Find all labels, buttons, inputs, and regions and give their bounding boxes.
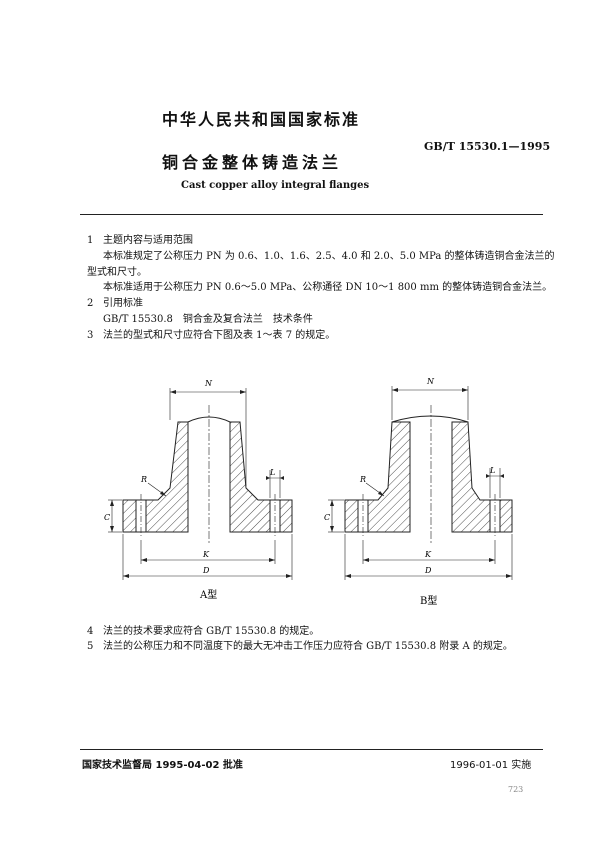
flange-a-label-r: R bbox=[140, 475, 147, 484]
section-1-paragraph-2: 本标准适用于公称压力 PN 0.6～5.0 MPa、公称通径 DN 10～1 8… bbox=[103, 282, 553, 293]
section-2-number: 2 bbox=[87, 298, 94, 309]
document-title: 铜合金整体铸造法兰 bbox=[162, 153, 343, 172]
flange-b-label-n: N bbox=[426, 377, 435, 386]
section-3-number: 3 bbox=[87, 330, 94, 341]
footer-rule bbox=[80, 749, 543, 750]
flange-type-a-arrowheads bbox=[110, 390, 292, 578]
flange-a-label-d: D bbox=[202, 566, 210, 575]
standard-title: 中华人民共和国国家标准 bbox=[162, 110, 361, 129]
flange-b-label-c: C bbox=[324, 513, 330, 522]
flange-b-caption: B型 bbox=[420, 594, 437, 607]
section-2-heading: 引用标准 bbox=[103, 298, 143, 309]
flange-a-label-n: N bbox=[204, 379, 213, 388]
referenced-standard: GB/T 15530.8 铜合金及复合法兰 技术条件 bbox=[103, 314, 313, 325]
flange-a-label-c: C bbox=[104, 513, 110, 522]
section-4-text: 法兰的技术要求应符合 GB/T 15530.8 的规定。 bbox=[103, 626, 320, 637]
section-4-number: 4 bbox=[87, 626, 94, 637]
header-rule bbox=[80, 214, 543, 215]
flange-type-a-drawing bbox=[108, 388, 293, 580]
section-1-paragraph-1: 本标准规定了公称压力 PN 为 0.6、1.0、1.6、2.5、4.0 和 2.… bbox=[103, 251, 555, 262]
flange-b-label-d: D bbox=[424, 566, 432, 575]
flange-a-label-k: K bbox=[202, 550, 210, 559]
section-1-paragraph-1-continued: 型式和尺寸。 bbox=[87, 267, 147, 278]
effective-date: 1996-01-01 实施 bbox=[450, 760, 532, 771]
section-3-text: 法兰的型式和尺寸应符合下图及表 1～表 7 的规定。 bbox=[103, 330, 336, 341]
document-title-english: Cast copper alloy integral flanges bbox=[181, 180, 370, 191]
section-1-number: 1 bbox=[87, 235, 94, 246]
flange-type-b-drawing bbox=[328, 386, 513, 580]
flange-b-label-k: K bbox=[424, 550, 432, 559]
flange-b-label-r: R bbox=[359, 475, 366, 484]
issuing-authority: 国家技术监督局 1995-04-02 批准 bbox=[82, 760, 243, 771]
flange-a-label-l: L bbox=[269, 468, 275, 477]
standard-number: GB/T 15530.1—1995 bbox=[424, 140, 551, 153]
section-5-number: 5 bbox=[87, 641, 94, 652]
flange-a-caption: A型 bbox=[199, 588, 217, 601]
page-number: 723 bbox=[508, 785, 524, 794]
section-5-text: 法兰的公称压力和不同温度下的最大无冲击工作压力应符合 GB/T 15530.8 … bbox=[103, 641, 513, 652]
flange-type-b-arrowheads bbox=[330, 388, 512, 578]
section-1-heading: 主题内容与适用范围 bbox=[103, 235, 193, 246]
flange-b-label-l: L bbox=[489, 466, 495, 475]
